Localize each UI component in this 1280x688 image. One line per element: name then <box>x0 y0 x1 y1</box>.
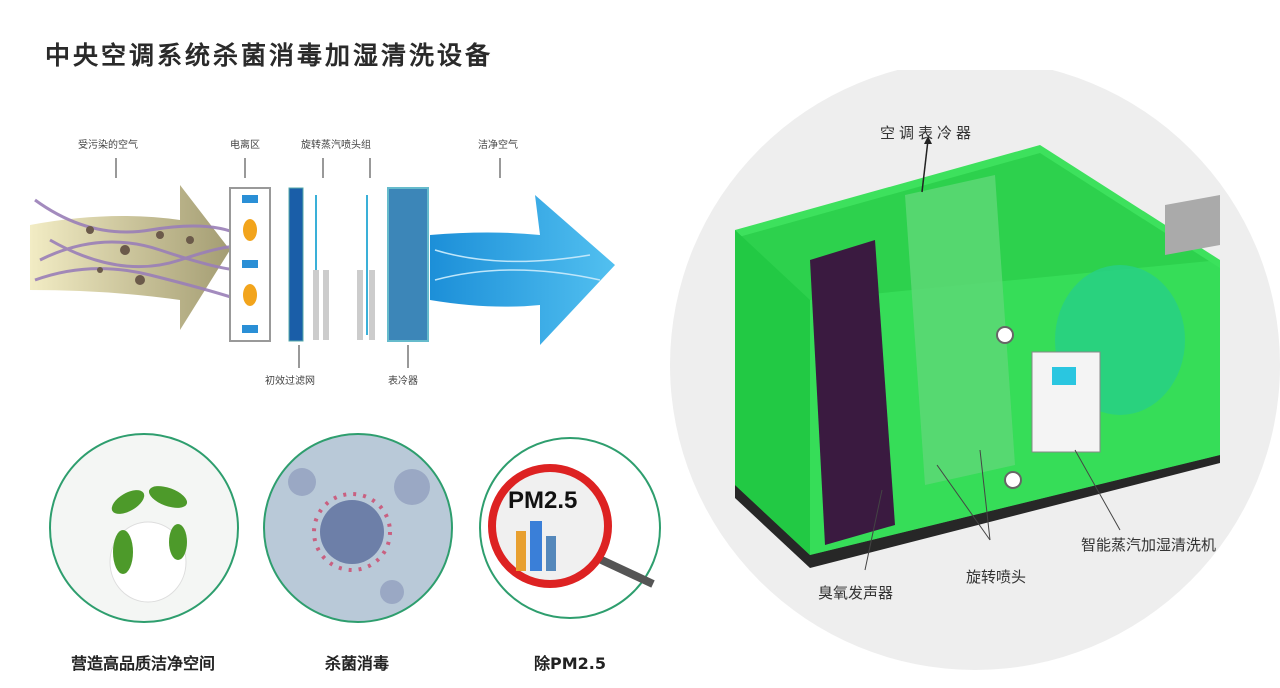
feature-plant-image <box>49 433 239 623</box>
feature-label-sterilize: 杀菌消毒 <box>324 654 390 673</box>
label-steam-humidifier-cleaner: 智能蒸汽加湿清洗机 <box>1081 536 1217 554</box>
label-surface-cooler: 表冷器 <box>388 376 418 387</box>
label-primary-filter: 初效过滤网 <box>265 376 315 387</box>
label-rotating-nozzles: 旋转喷头 <box>966 568 1027 586</box>
page-title: 中央空调系统杀菌消毒加湿清洗设备 <box>45 41 494 70</box>
label-rotating-steam-nozzles: 旋转蒸汽喷头组 <box>301 140 371 151</box>
label-ac-surface-cooler: 空调表冷器 <box>880 124 976 142</box>
polluted-air-arrow <box>30 185 230 330</box>
ozone-generator-panel <box>810 240 895 545</box>
air-purification-process-diagram <box>30 158 615 368</box>
pm25-badge: PM2.5 <box>508 487 577 514</box>
feature-label-pm25: 除PM2.5 <box>534 654 606 673</box>
label-clean-air: 洁净空气 <box>478 140 518 151</box>
equipment-illustration <box>670 70 1280 670</box>
label-ozone-generator: 臭氧发声器 <box>818 584 894 602</box>
feature-virus-image <box>263 433 453 623</box>
label-polluted-air: 受污染的空气 <box>78 140 138 151</box>
feature-pm25-image: PM2.5 <box>479 437 661 619</box>
primary-filter <box>288 187 304 342</box>
label-ionization-zone: 电离区 <box>230 140 260 151</box>
surface-cooler <box>387 187 429 342</box>
feature-label-clean-space: 营造高品质洁净空间 <box>70 654 216 673</box>
